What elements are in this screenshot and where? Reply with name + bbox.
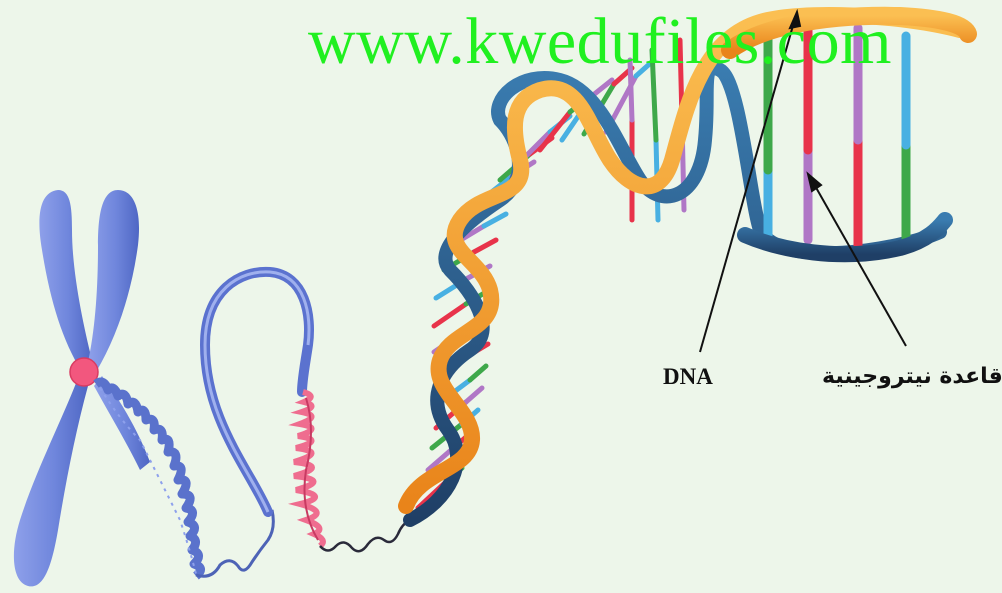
nucleosome-coil bbox=[294, 392, 410, 551]
chromosome-lower-left-arm bbox=[14, 378, 88, 586]
nitrogen-base-label: قاعدة نيتروجينية bbox=[822, 364, 1002, 389]
chromosome-upper-left-arm bbox=[39, 190, 92, 372]
dna-label: DNA bbox=[663, 364, 713, 390]
chromatin-fiber bbox=[196, 510, 273, 576]
chromosome bbox=[14, 190, 273, 586]
chromosome-upper-right-arm bbox=[88, 190, 139, 372]
watermark-text: www.kwedufiles.com bbox=[308, 2, 892, 82]
centromere bbox=[70, 358, 98, 386]
chromatin-loop bbox=[205, 272, 309, 512]
